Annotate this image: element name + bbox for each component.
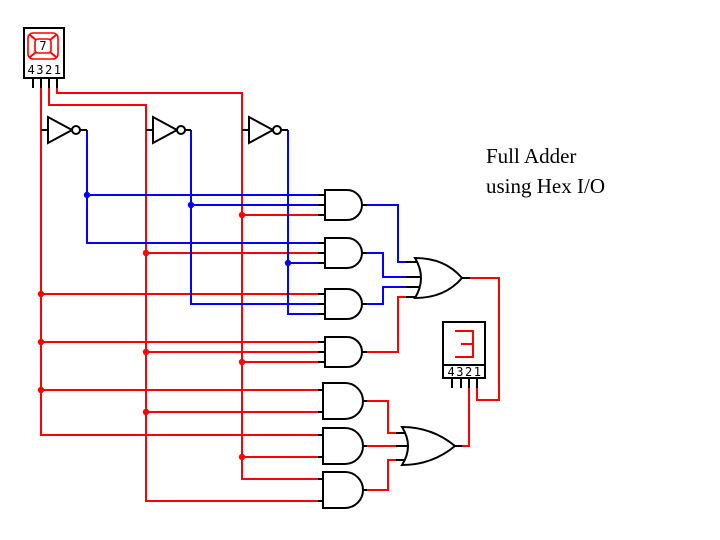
junction-dot: [238, 453, 246, 461]
not3-triangle: [248, 115, 276, 145]
wire-and7-to-or2: [367, 459, 396, 491]
wires-high: [40, 88, 500, 502]
wire-and5-to-or2: [367, 400, 396, 434]
title-line-1: Full Adder: [486, 144, 577, 168]
hex-input-key-bevels: [29, 34, 57, 58]
hex-display-pins: [451, 378, 478, 388]
and-gate-5[interactable]: [318, 382, 367, 420]
not2-bubble-icon: [176, 125, 186, 135]
wire-input-bit3-trunk: [40, 88, 318, 436]
not-gate-3[interactable]: [242, 115, 288, 145]
or-gate-sum[interactable]: [406, 256, 470, 300]
and-gate-3[interactable]: [318, 288, 367, 320]
wire-input-bit2-trunk: [48, 88, 318, 502]
and2-body: [324, 237, 363, 269]
hex-input-pins: [32, 78, 58, 88]
junction-dot: [83, 191, 91, 199]
wire-not3-out-trunk: [287, 130, 318, 315]
hex-input-pin-labels: 4321: [28, 63, 63, 77]
not1-bubble-icon: [71, 125, 81, 135]
wire-and1-to-or1: [367, 204, 406, 263]
and-gate-6[interactable]: [318, 427, 367, 465]
wire-not2-out-trunk: [190, 130, 318, 305]
junction-dot: [238, 358, 246, 366]
and7-body: [322, 471, 364, 509]
hex-input-value: 7: [39, 39, 46, 53]
not-gate-2[interactable]: [146, 115, 191, 145]
wire-and3-to-or1: [367, 286, 406, 305]
and-gate-7[interactable]: [318, 471, 367, 509]
junction-dot: [142, 249, 150, 257]
title-line-2: using Hex I/O: [486, 174, 605, 198]
junction-dot: [187, 201, 195, 209]
wires-low: [86, 130, 406, 315]
hex-input-key-face: [34, 38, 52, 54]
seven-segment-digit-3: [455, 330, 474, 358]
wire-sum-to-display-pin1: [470, 277, 500, 401]
and-gate-4[interactable]: [318, 336, 367, 368]
and1-pin-stubs: [318, 194, 367, 216]
hex-input-device[interactable]: 7 4321: [23, 27, 65, 88]
or1-pin-stubs: [406, 261, 470, 298]
junction-dot: [142, 348, 150, 356]
or1-body: [413, 256, 464, 300]
or-gate-carry[interactable]: [396, 425, 462, 467]
wire-input-bit1-trunk: [56, 88, 318, 480]
or2-body: [400, 425, 457, 467]
junction-dot: [37, 290, 45, 298]
and1-body: [324, 189, 363, 221]
wire-and2-to-or1: [367, 252, 406, 278]
junction-dot: [284, 259, 292, 267]
and4-body: [324, 336, 363, 368]
wire-and4-to-or1: [367, 296, 406, 353]
junction-dot: [37, 386, 45, 394]
hex-display-device[interactable]: 4321: [442, 321, 486, 388]
and3-pin-stubs: [318, 293, 367, 315]
junction-dot: [37, 338, 45, 346]
and4-pin-stubs: [318, 341, 367, 363]
junction-dot: [238, 211, 246, 219]
and6-body: [322, 427, 364, 465]
not-gate-1[interactable]: [41, 115, 87, 145]
not2-triangle: [152, 115, 180, 145]
and2-pin-stubs: [318, 242, 367, 264]
and-gate-1[interactable]: [318, 189, 367, 221]
wire-carry-to-display-pin2: [462, 388, 470, 447]
not1-triangle: [47, 115, 75, 145]
wire-not1-out-trunk: [86, 130, 318, 244]
junction-dots: [37, 191, 292, 461]
not3-bubble-icon: [272, 125, 282, 135]
and3-body: [324, 288, 363, 320]
junction-dot: [142, 408, 150, 416]
and5-body: [322, 382, 364, 420]
title: Full Adder using Hex I/O: [486, 141, 605, 201]
hex-display-pin-labels: 4321: [448, 365, 483, 379]
and-gate-2[interactable]: [318, 237, 367, 269]
